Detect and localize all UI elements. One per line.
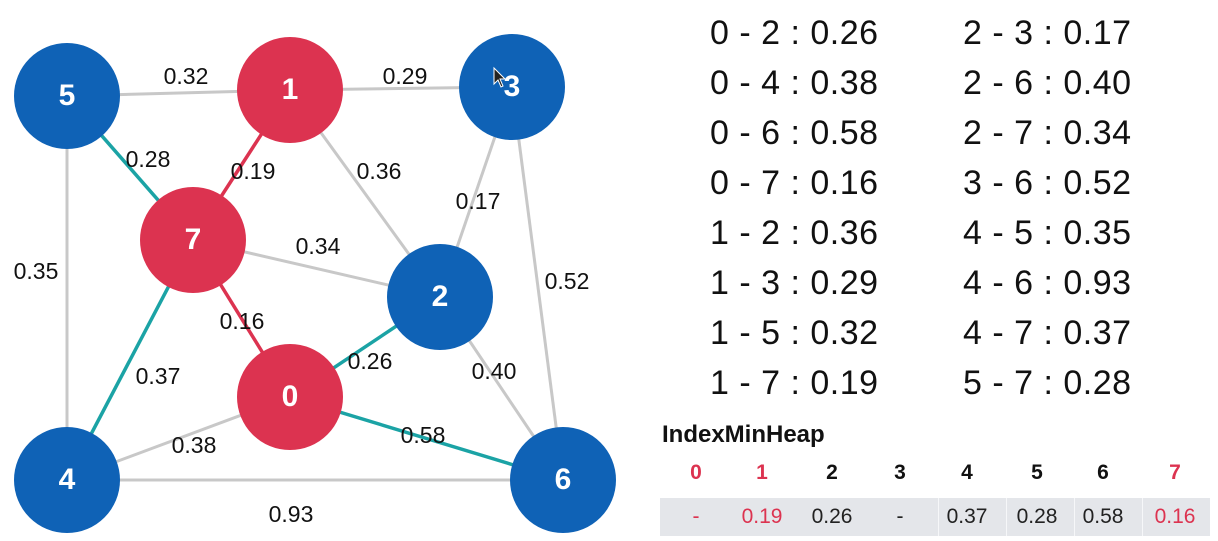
edge-list-item: 0 - 6 : 0.58 [710,114,879,152]
node-circle [237,344,343,450]
heap-value-cell: 0.37 [946,505,988,528]
heap-value-cell: - [692,505,700,528]
nodes-layer: 0 1 2 3 4 5 6 7 [14,34,616,533]
edge-list-item: 1 - 3 : 0.29 [710,264,879,302]
node-label: 3 [504,70,521,103]
edge-weight-label: 0.38 [172,432,217,458]
edge-weight-label: 0.40 [472,358,517,384]
node-7: 7 [140,187,246,293]
edge-weight-label: 0.36 [357,158,402,184]
edge-weight-label: 0.16 [220,308,265,334]
edge-weight-label: 0.17 [456,188,501,214]
heap-index-cell: 3 [894,461,906,484]
heap-value-cell: 0.28 [1016,505,1058,528]
edge-list-item: 2 - 3 : 0.17 [963,14,1132,52]
node-4: 4 [14,427,120,533]
edge-list-item: 1 - 7 : 0.19 [710,364,879,402]
node-circle [387,244,493,350]
edge-weight-labels: 0.32 0.29 0.28 0.19 0.36 0.17 0.52 0.35 0.34 0.16… [14,63,590,527]
node-circle [510,427,616,533]
heap-value-cell: - [896,505,904,528]
node-label: 2 [432,280,449,313]
mouse-cursor-icon [493,66,507,88]
edge-list-item: 3 - 6 : 0.52 [963,164,1132,202]
node-label: 5 [59,79,76,112]
node-6: 6 [510,427,616,533]
heap-index-row: 0 1 2 3 4 5 6 7 [660,461,1210,491]
node-label: 6 [555,463,572,496]
edge-list-item: 2 - 6 : 0.40 [963,64,1132,102]
heap-title: IndexMinHeap [662,421,825,448]
heap-cell-divider [938,498,939,536]
edge-list-item: 5 - 7 : 0.28 [963,364,1132,402]
edge-list-item: 4 - 6 : 0.93 [963,264,1132,302]
heap-index-cell: 0 [690,461,702,484]
heap-value-cell: 0.58 [1082,505,1124,528]
heap-index-cell: 5 [1031,461,1043,484]
edge-list-item: 1 - 5 : 0.32 [710,314,879,352]
node-0: 0 [237,344,343,450]
edge-weight-label: 0.35 [14,258,59,284]
edge-list-item: 0 - 2 : 0.26 [710,14,879,52]
edge-weight-label: 0.37 [136,363,181,389]
edge-list-column-left: 0 - 2 : 0.26 0 - 4 : 0.38 0 - 6 : 0.58 0… [710,8,879,408]
edge-weight-label: 0.26 [348,348,393,374]
heap-index-cell: 7 [1169,461,1181,484]
heap-cell-divider [1074,498,1075,536]
edge-weight-label: 0.29 [383,63,428,89]
node-3: 3 [459,34,565,140]
edge-list-item: 0 - 7 : 0.16 [710,164,879,202]
node-1: 1 [237,37,343,143]
edge-list-item: 4 - 5 : 0.35 [963,214,1132,252]
heap-index-cell: 4 [961,461,973,484]
node-circle [14,43,120,149]
edge-weight-label: 0.32 [164,63,209,89]
edge-list-item: 1 - 2 : 0.36 [710,214,879,252]
heap-value-cell: 0.16 [1154,505,1196,528]
node-5: 5 [14,43,120,149]
node-circle [140,187,246,293]
heap-cell-divider [1142,498,1143,536]
heap-values-row: - 0.19 0.26 - 0.37 0.28 0.58 0.16 [660,498,1210,536]
node-circle [237,37,343,143]
edge-weight-label: 0.58 [401,422,446,448]
node-label: 0 [282,380,299,413]
edge-list-item: 2 - 7 : 0.34 [963,114,1132,152]
node-label: 7 [185,223,202,256]
edge-list-column-right: 2 - 3 : 0.17 2 - 6 : 0.40 2 - 7 : 0.34 3… [963,8,1132,408]
node-circle [14,427,120,533]
edge-weight-label: 0.93 [269,501,314,527]
edge-weight-label: 0.52 [545,268,590,294]
edge-weight-label: 0.19 [231,158,276,184]
edge-3-6 [510,86,565,481]
node-2: 2 [387,244,493,350]
graph-diagram: 0.32 0.29 0.28 0.19 0.36 0.17 0.52 0.35 0.34 0.16… [14,34,616,533]
heap-cell-divider [1006,498,1007,536]
heap-value-cell: 0.26 [811,505,853,528]
edge-list-item: 0 - 4 : 0.38 [710,64,879,102]
edge-weight-label: 0.34 [296,233,341,259]
node-label: 4 [59,463,76,496]
edge-weight-label: 0.28 [126,146,171,172]
heap-index-cell: 6 [1097,461,1109,484]
heap-index-cell: 1 [756,461,768,484]
edge-list-item: 4 - 7 : 0.37 [963,314,1132,352]
node-circle [459,34,565,140]
heap-value-cell: 0.19 [741,505,783,528]
heap-index-cell: 2 [826,461,838,484]
node-label: 1 [282,73,299,106]
